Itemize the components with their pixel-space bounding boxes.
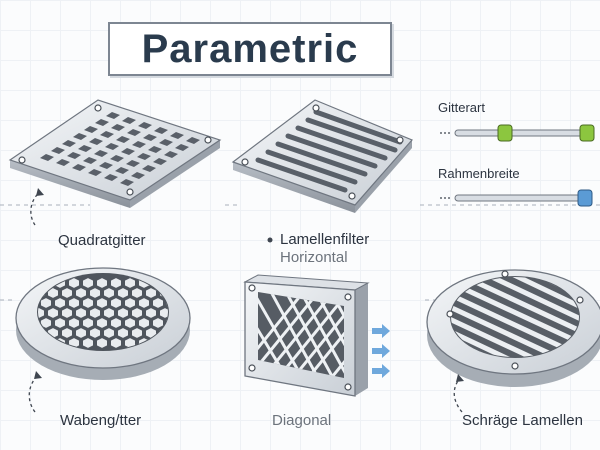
- rahmenbreite-handle[interactable]: [577, 189, 593, 207]
- slider-rahmenbreite[interactable]: [440, 189, 593, 207]
- bullet-dot: [267, 237, 273, 243]
- title-box: Parametric: [108, 22, 392, 76]
- label-horizontal: Horizontal: [280, 249, 348, 266]
- label-quadratgitter: Quadratgitter: [58, 232, 146, 249]
- airflow-arrows: [372, 324, 390, 378]
- louver-filter-plate: [231, 99, 414, 213]
- label-lamellenfilter: Lamellenfilter: [280, 231, 370, 248]
- label-schraege-lamellen: Schräge Lamellen: [462, 412, 583, 429]
- gitterart-handle-left[interactable]: [497, 124, 513, 142]
- slider-label-gitterart: Gitterart: [438, 100, 485, 115]
- page-title: Parametric: [141, 26, 359, 71]
- honeycomb-grid-plate: [15, 267, 191, 380]
- label-diagonal: Diagonal: [272, 412, 332, 429]
- slanted-louver-plate: [426, 269, 600, 387]
- diagonal-grid-box: [243, 274, 390, 397]
- square-grid-plate: [8, 99, 222, 208]
- guide-lines: [0, 204, 600, 301]
- gitterart-handle-right[interactable]: [579, 124, 595, 142]
- slider-gitterart[interactable]: [440, 124, 595, 142]
- label-wabengitter: Wabeng/tter: [60, 412, 142, 429]
- slider-label-rahmenbreite: Rahmenbreite: [438, 166, 520, 181]
